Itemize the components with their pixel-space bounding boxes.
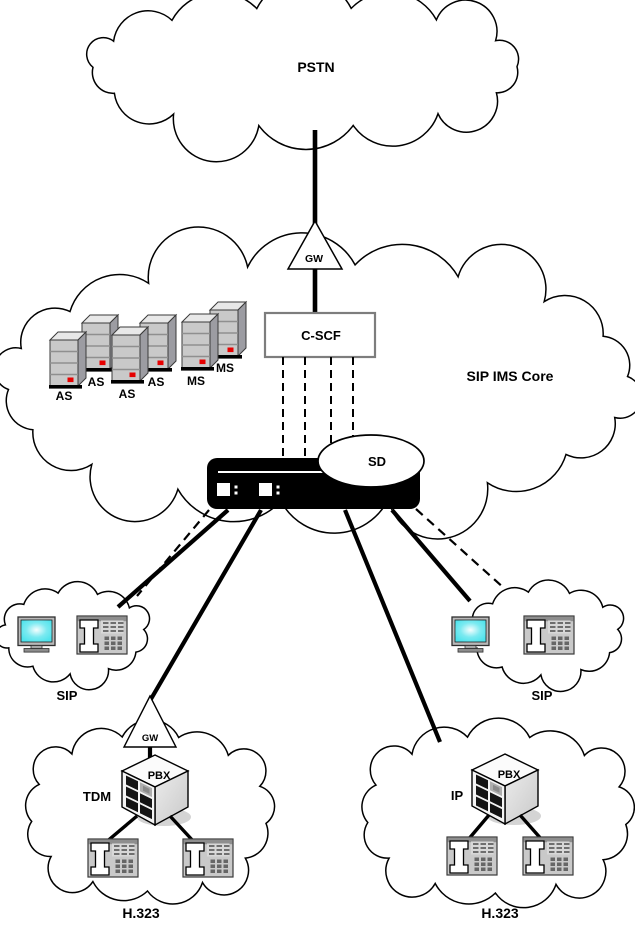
server-label-as-4: AS <box>148 375 165 389</box>
sip-phone-icon-right <box>523 615 575 655</box>
server-label-as-2: AS <box>88 375 105 389</box>
sip-label-right: SIP <box>532 688 553 703</box>
sbc-sip-left-link <box>116 508 230 609</box>
pbx-label-tdm: PBX <box>148 770 171 782</box>
sip-label-left: SIP <box>57 688 78 703</box>
phone-icon-tdm-1 <box>87 838 139 878</box>
media-server-icon-1 <box>180 313 219 372</box>
gw-tdm-label: GW <box>142 733 158 744</box>
server-label-ms-1: MS <box>187 374 205 388</box>
sbc-device-slot <box>218 471 360 473</box>
tdm-label: TDM <box>83 789 111 804</box>
server-label-as-3: AS <box>119 387 136 401</box>
sbc-ip-link <box>343 509 442 743</box>
sd-ellipse <box>317 434 425 488</box>
ims-core-label: SIP IMS Core <box>467 368 554 384</box>
sbc-device-port-1 <box>217 483 230 496</box>
app-server-icon-1 <box>48 331 87 390</box>
ip-label: IP <box>451 788 464 803</box>
h323-label-left: H.323 <box>122 905 160 921</box>
gw-top-label: GW <box>305 253 323 265</box>
sip-cloud-left <box>0 580 151 691</box>
cscf-label: C-SCF <box>301 328 341 343</box>
pstn-cloud <box>85 0 520 163</box>
phone-icon-tdm-2 <box>182 838 234 878</box>
sd-label: SD <box>368 454 386 469</box>
h323-label-right: H.323 <box>481 905 519 921</box>
sbc-device-port-2 <box>259 483 272 496</box>
pbx-label-ip: PBX <box>498 769 521 781</box>
app-server-icon-3 <box>110 326 149 385</box>
pstn-label: PSTN <box>297 59 334 75</box>
sbc-sip-right-dashed-link <box>415 508 506 590</box>
cscf-box <box>263 311 377 359</box>
sip-phone-icon-left <box>76 615 128 655</box>
phone-icon-ip-1 <box>446 836 498 876</box>
server-label-as-1: AS <box>56 389 73 403</box>
sbc-tdm-link <box>149 508 263 701</box>
sbc-sip-right-link <box>390 508 472 603</box>
phone-icon-ip-2 <box>522 836 574 876</box>
server-label-ms-2: MS <box>216 361 234 375</box>
